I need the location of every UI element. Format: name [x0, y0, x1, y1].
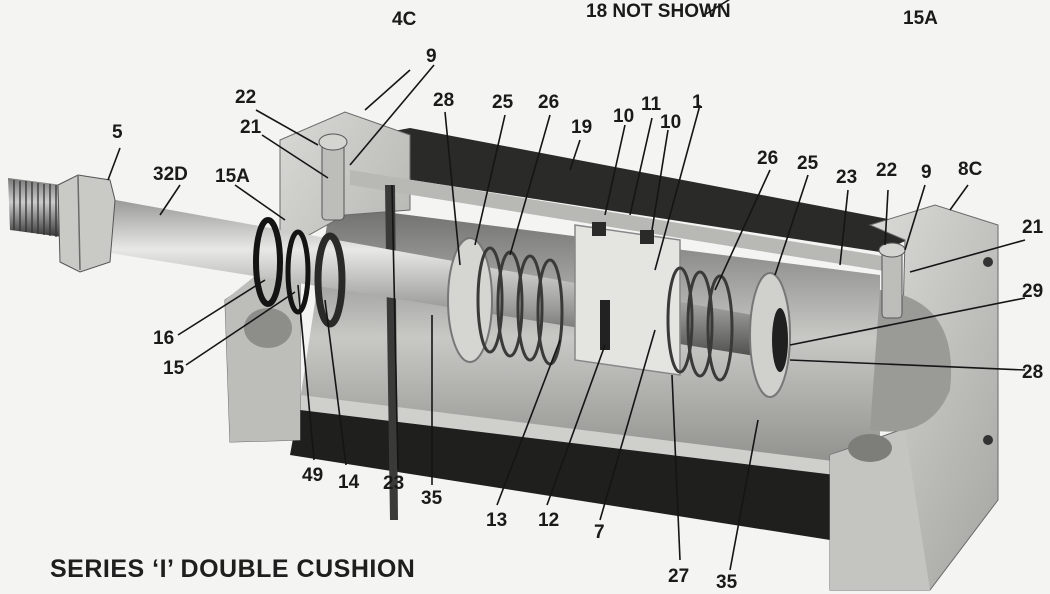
jam-nut-edge [77, 175, 81, 271]
callout-23-right: 23 [836, 167, 857, 188]
end-cap-8c-port [983, 257, 993, 267]
piston [574, 224, 681, 376]
callout-4c: 4C [392, 9, 417, 30]
callout-13: 13 [486, 510, 507, 531]
callout-26-right: 26 [757, 148, 778, 169]
rod-seal [285, 229, 311, 315]
callout-15a: 15A [215, 166, 250, 187]
cylinder-body [8, 111, 999, 591]
cushion-spring-left [476, 246, 564, 366]
jam-nut [57, 174, 116, 273]
callout-9-right: 9 [921, 162, 932, 183]
cushion-sleeve-left [447, 237, 493, 363]
callout-35-left: 35 [421, 488, 443, 509]
leader-lines [107, 0, 1026, 571]
callout-labels: 18 NOT SHOWN 15A 4C 9 22 21 5 32D 15A 28… [112, 1, 1044, 593]
callout-12: 12 [538, 510, 559, 531]
piston-seal [600, 300, 610, 350]
callout-10-a: 10 [613, 106, 634, 127]
callout-note-18: 18 NOT SHOWN [586, 1, 731, 22]
end-cap-8c-hole [848, 434, 892, 462]
screw-right-head [878, 242, 906, 258]
piston-groove-a [592, 222, 606, 236]
diagram-title: SERIES ‘I’ DOUBLE CUSHION [50, 555, 415, 583]
callout-21-right: 21 [1022, 217, 1044, 238]
callout-10-b: 10 [660, 112, 681, 133]
thread-lines [13, 180, 57, 237]
callout-9-left: 9 [426, 46, 437, 67]
piston-groove-b [640, 230, 654, 244]
callout-28-right: 28 [1022, 362, 1043, 383]
callout-8c: 8C [958, 159, 983, 180]
callout-29: 29 [1022, 281, 1043, 302]
callout-22-left: 22 [235, 87, 256, 108]
callout-25-right: 25 [797, 153, 819, 174]
callout-21-left: 21 [240, 117, 262, 138]
cushion-spring-right [666, 266, 734, 382]
callout-49: 49 [302, 465, 323, 486]
callout-25-left: 25 [492, 92, 514, 113]
callout-22-right: 22 [876, 160, 897, 181]
screw-left-head [318, 133, 348, 151]
callout-32d: 32D [153, 164, 188, 185]
callout-14: 14 [338, 472, 360, 493]
callout-7: 7 [594, 522, 605, 543]
rod-wiper [253, 217, 283, 307]
screw-left [321, 139, 345, 221]
callout-19: 19 [571, 117, 592, 138]
callout-15a-top: 15A [903, 8, 938, 29]
callout-11: 11 [641, 94, 662, 115]
barrel-bottom-edge [300, 395, 865, 478]
callout-23-bottom: 23 [383, 473, 404, 494]
rod-thread [8, 178, 70, 238]
callout-27: 27 [668, 566, 689, 587]
callout-1: 1 [692, 92, 703, 113]
callout-26-left: 26 [538, 92, 559, 113]
callout-5: 5 [112, 122, 123, 143]
screw-right [881, 247, 903, 319]
rod-bushing [314, 232, 346, 328]
barrel-top-shell [345, 128, 935, 252]
end-cap-8c-port-2 [983, 435, 993, 445]
end-cap-4c-hole [244, 308, 292, 348]
callout-28-top: 28 [433, 90, 454, 111]
end-cap-8c-face [830, 430, 930, 590]
callout-15: 15 [163, 358, 185, 379]
callout-16: 16 [153, 328, 174, 349]
callout-35-right: 35 [716, 572, 738, 593]
cushion-seal-right [772, 308, 788, 372]
